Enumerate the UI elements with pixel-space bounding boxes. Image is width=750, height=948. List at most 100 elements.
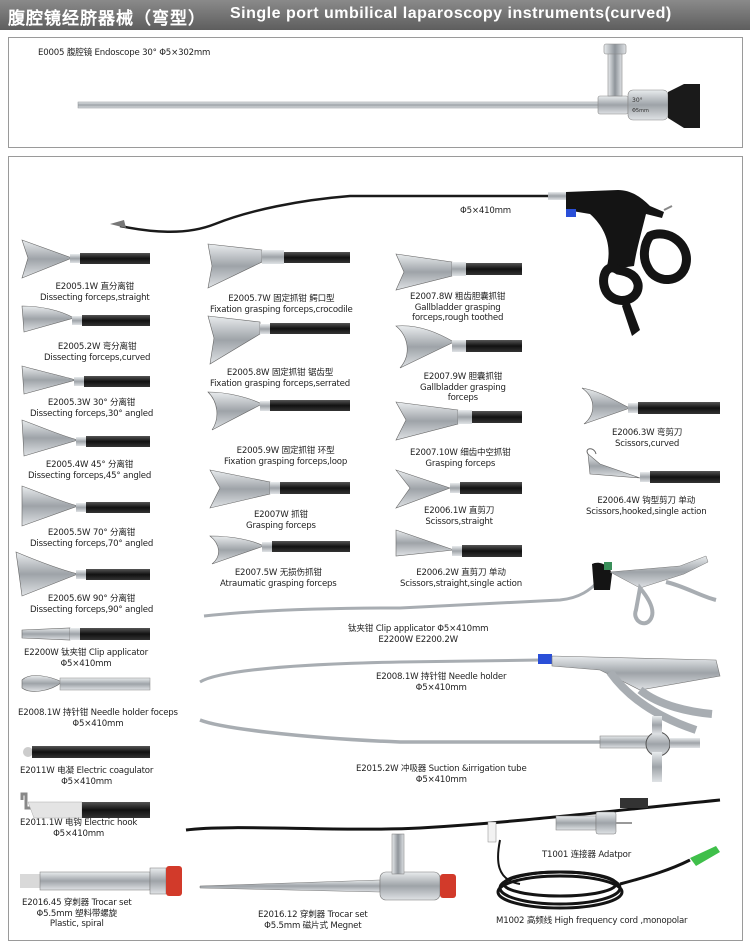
item-code: E2005.8W 固定抓钳 锯齿型 (226, 368, 334, 378)
item-code: E2011W 电凝 Electric coagulator (20, 766, 154, 776)
header-title-cn: 腹腔镜经脐器械（弯型） (8, 9, 206, 29)
item-desc: Dissecting forceps,70° angled (30, 538, 154, 549)
item-desc: Atraumatic grasping forceps (220, 578, 337, 589)
item-desc: Scissors,curved (615, 438, 680, 449)
item-desc: Gallbladder grasping (420, 382, 506, 393)
endoscope-image: 30° Φ5mm (77, 43, 700, 128)
item-code: E2005.4W 45° 分离钳 (45, 460, 134, 470)
trocar1-line3: Plastic, spiral (49, 919, 104, 929)
item-code: E2006.1W 直剪刀 (424, 506, 495, 516)
item-code: E2006.4W 钩型剪刀 单动 (597, 496, 696, 506)
clip-line1: 钛夹钳 Clip applicator Φ5×410mm (348, 624, 489, 634)
item-desc: Dissecting forceps,30° angled (30, 408, 154, 419)
item-code: E2005.6W 90° 分离钳 (47, 594, 136, 604)
suction-line1: E2015.2W 冲吸器 Suction &irrigation tube (356, 764, 527, 774)
item-desc: Fixation grasping forceps,loop (224, 456, 348, 467)
item-desc: Gallbladder grasping (414, 302, 501, 313)
trocar1-image (20, 866, 182, 896)
adaptor-label: T1001 连接器 Adatpor (542, 850, 632, 860)
column2-images (207, 243, 350, 565)
item-code: E2007.10W 细齿中空抓钳 (410, 448, 511, 458)
item-code: E2200W 钛夹钳 Clip applicator (24, 648, 148, 658)
trocar2-line1: E2016.12 穿刺器 Trocar set (258, 910, 368, 920)
item-desc: Scissors,straight,single action (400, 578, 522, 589)
column1-images (15, 239, 151, 819)
item-code: E2006.2W 直剪刀 单动 (416, 568, 506, 578)
clip-applicator-image (203, 555, 717, 626)
suction-tube-image (199, 716, 700, 782)
adaptor-image (555, 811, 632, 835)
item-desc: Grasping forceps (425, 458, 496, 469)
clip-line2: E2200W E2200.2W (378, 634, 458, 645)
item-desc: Scissors,straight (425, 516, 493, 527)
header-bar: 腹腔镜经脐器械（弯型） Single port umbilical laparo… (0, 0, 750, 30)
trocar1-line1: E2016.45 穿刺器 Trocar set (22, 898, 132, 908)
item-desc: Φ5×410mm (60, 658, 112, 669)
endoscope-mark-2: Φ5mm (632, 108, 649, 114)
suction-line2: Φ5×410mm (415, 774, 467, 785)
column4-images (581, 387, 720, 483)
item-desc: Fixation grasping forceps,serrated (210, 378, 351, 389)
item-desc: Dissecting forceps,45° angled (28, 470, 152, 481)
handle-spec-label: Φ5×410mm (460, 206, 511, 216)
item-desc: Grasping forceps (246, 520, 316, 531)
forceps-handle-image (110, 190, 691, 336)
needle-line2: Φ5×410mm (415, 682, 467, 693)
needle-line1: E2008.1W 持针钳 Needle holder (376, 672, 507, 682)
item-code: E2005.9W 固定抓钳 环型 (236, 446, 335, 456)
item-desc2: forceps (447, 393, 478, 403)
item-desc: Dissecting forceps,90° angled (30, 604, 154, 615)
item-code: E2005.1W 直分离钳 (55, 282, 135, 292)
trocar2-line2: Φ5.5mm 磁片式 Megnet (264, 920, 362, 931)
item-desc: Φ5×410mm (61, 776, 113, 787)
item-code: E2007.5W 无损伤抓钳 (234, 568, 322, 578)
trocar2-image (199, 833, 456, 901)
item-code: E2006.3W 弯剪刀 (612, 428, 683, 438)
item-desc: Fixation grasping forceps,crocodile (210, 304, 353, 315)
column3-images (395, 253, 522, 557)
item-code: E2007.9W 胆囊抓钳 (423, 372, 503, 382)
item-desc: Φ5×410mm (72, 718, 124, 729)
hf-cord-image (185, 798, 721, 832)
item-desc2: forceps,rough toothed (412, 313, 504, 323)
item-desc: Φ5×410mm (53, 828, 105, 839)
endoscope-mark-1: 30° (632, 97, 643, 104)
item-code: E2005.7W 固定抓钳 鳄口型 (228, 294, 335, 304)
item-code: E2007.8W 粗齿胆囊抓钳 (410, 292, 506, 302)
item-code: E2005.5W 70° 分离钳 (47, 528, 136, 538)
coiled-cord-image (487, 821, 720, 910)
item-code: E2008.1W 持针钳 Needle holder foceps (18, 708, 178, 718)
item-desc: Scissors,hooked,single action (586, 506, 707, 517)
endoscope-label: E0005 腹腔镜 Endoscope 30° Φ5×302mm (38, 48, 211, 58)
needle-holder-image (199, 654, 721, 734)
item-code: E2005.3W 30° 分离钳 (47, 398, 136, 408)
header-title-en: Single port umbilical laparoscopy instru… (230, 5, 672, 22)
